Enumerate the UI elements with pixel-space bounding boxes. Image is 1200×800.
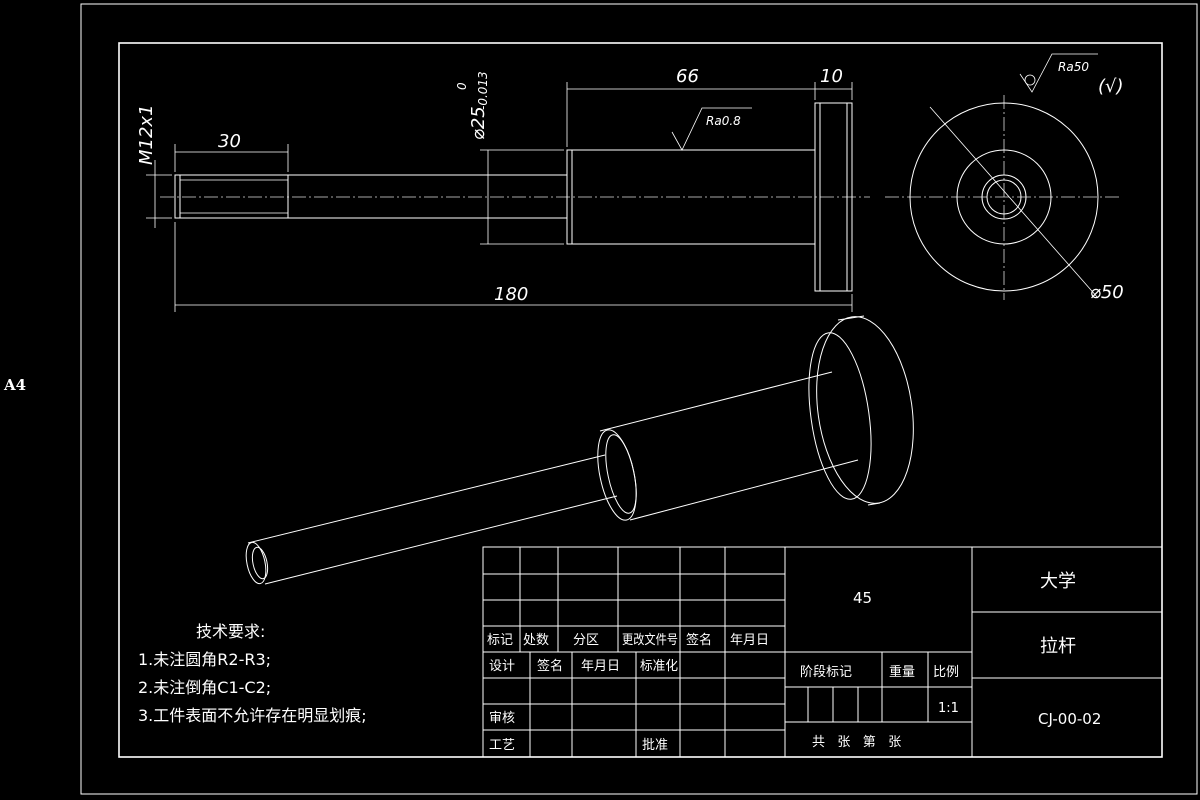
sheet-size-label: A4	[4, 376, 27, 394]
hdr-design: 设计	[489, 659, 515, 674]
roughness-general-suffix: (√)	[1098, 76, 1124, 97]
hdr-weight: 重量	[889, 664, 915, 680]
dim-tol-upper: 0	[455, 82, 469, 90]
note-item: 2.未注倒角C1-C2;	[138, 678, 272, 697]
outer-frame	[80, 3, 1198, 795]
drawing-number: CJ-00-02	[1038, 710, 1101, 728]
hdr-date2: 年月日	[581, 659, 620, 674]
hdr-stage: 阶段标记	[800, 665, 852, 680]
material: 45	[853, 589, 872, 607]
roughness-general: Ra50	[1058, 60, 1089, 74]
dim-diameter-main: ⌀25	[468, 106, 489, 140]
dim-thread-length: 30	[218, 131, 241, 152]
note-item: 1.未注圆角R2-R3;	[138, 650, 272, 669]
hdr-zone: 分区	[573, 633, 599, 648]
hdr-mark: 标记	[487, 633, 513, 648]
hdr-approve: 批准	[642, 738, 668, 753]
front-dimensions: 30 M12x1 ⌀25 0 -0.013 66 10 180 Ra0.8	[136, 66, 853, 312]
hdr-signature2: 签名	[537, 658, 563, 674]
hdr-date: 年月日	[730, 633, 769, 648]
scale: 1:1	[938, 701, 959, 716]
front-view	[160, 102, 870, 292]
hdr-review: 审核	[489, 711, 515, 726]
isometric-view	[245, 315, 914, 585]
sheet-count: 共 张 第 张	[812, 735, 901, 750]
dim-flange-diameter: ⌀50	[1090, 282, 1124, 303]
hdr-change-no: 更改文件号	[622, 633, 678, 648]
hdr-count: 处数	[523, 633, 549, 648]
school: 大学	[1040, 571, 1076, 592]
notes-title: 技术要求:	[196, 622, 266, 641]
dim-length-10: 10	[820, 66, 843, 87]
note-item: 3.工件表面不允许存在明显划痕;	[138, 706, 367, 725]
dim-tol-lower: -0.013	[476, 71, 490, 110]
dim-length-66: 66	[676, 66, 699, 87]
roughness-local: Ra0.8	[706, 114, 741, 128]
hdr-process: 工艺	[489, 738, 515, 753]
technical-notes: 技术要求: 1.未注圆角R2-R3; 2.未注倒角C1-C2; 3.工件表面不允…	[138, 618, 367, 730]
hdr-signature: 签名	[686, 632, 712, 648]
side-view: ⌀50 Ra50 (√)	[885, 53, 1124, 303]
hdr-ratio: 比例	[933, 665, 959, 680]
hdr-standard: 标准化	[640, 659, 678, 674]
dim-thread: M12x1	[136, 104, 157, 165]
dim-total-length: 180	[494, 284, 528, 305]
part-name: 拉杆	[1040, 636, 1076, 657]
title-block: 标记 处数 分区 更改文件号 签名 年月日 设计 签名 年月日 标准化 审核 工…	[482, 546, 1163, 758]
